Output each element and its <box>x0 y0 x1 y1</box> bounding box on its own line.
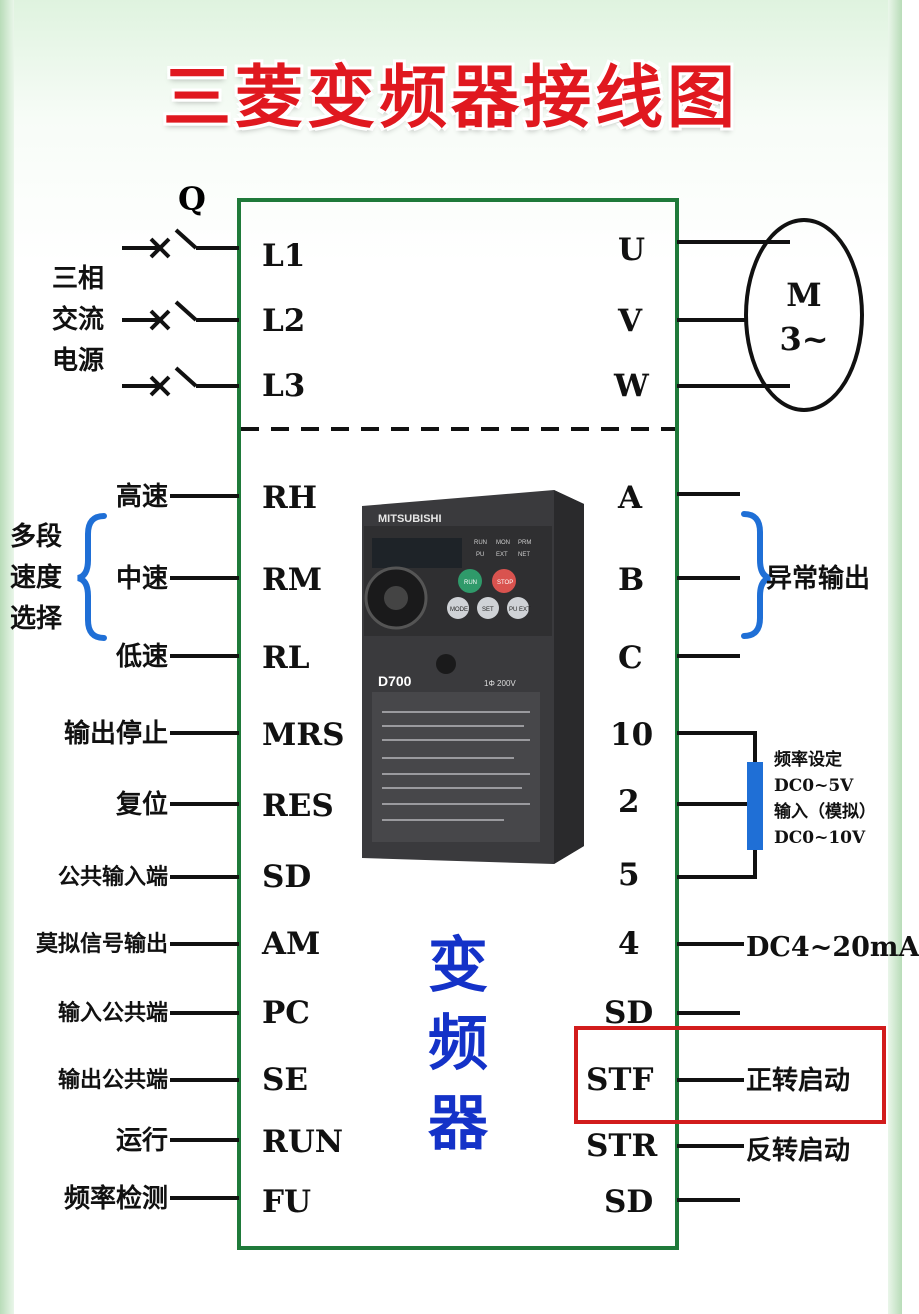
terminal-W: W <box>614 368 649 404</box>
device-led-prm: PRM <box>518 540 531 546</box>
label-current-input: DC4~20mA <box>746 932 919 963</box>
device-led-mon: MON <box>496 540 510 546</box>
terminal-2: 2 <box>618 784 640 820</box>
motor-label-phase: 3~ <box>779 320 829 358</box>
terminal-A: A <box>618 480 643 516</box>
device-brand: MITSUBISHI <box>378 513 442 525</box>
terminal-C: C <box>618 640 643 676</box>
terminal-STF: STF <box>586 1062 654 1098</box>
analog-label-3: 输入（模拟） <box>774 802 876 822</box>
label-mid-speed: 中速 <box>115 564 168 594</box>
alarm-output-label: 异常输出 <box>766 564 871 594</box>
device-model: D700 <box>378 673 412 689</box>
analog-label-1: 频率设定 <box>774 750 842 770</box>
terminal-FU: FU <box>262 1184 312 1220</box>
label-high-speed: 高速 <box>115 482 168 512</box>
motor-symbol <box>744 218 864 412</box>
wire-analog-10 <box>677 731 757 762</box>
breaker-L2 <box>122 300 239 331</box>
analog-label-2: DC0~5V <box>774 776 854 796</box>
label-running: 运行 <box>115 1126 168 1156</box>
terminal-STR: STR <box>586 1128 658 1164</box>
power-source-label-2: 交流 <box>52 305 105 335</box>
terminal-5: 5 <box>618 857 640 893</box>
terminal-RM: RM <box>262 562 323 598</box>
device-led-pu: PU <box>476 552 484 558</box>
alarm-group-bracket <box>741 511 771 639</box>
speed-group-label-1: 多段 <box>10 522 63 552</box>
terminal-RUN: RUN <box>262 1124 344 1160</box>
terminal-L3: L3 <box>262 368 306 404</box>
terminal-L1: L1 <box>262 238 306 274</box>
label-reverse-start: 反转启动 <box>746 1136 851 1166</box>
inverter-label-1: 变 <box>428 931 488 1001</box>
terminal-SE: SE <box>262 1062 309 1098</box>
wire-analog-5 <box>677 850 757 879</box>
analog-label-4: DC0~10V <box>774 828 866 848</box>
inverter-label-3: 器 <box>428 1089 488 1159</box>
terminal-AM: AM <box>262 926 321 962</box>
terminal-4: 4 <box>618 926 640 962</box>
label-analog-output: 莫拟信号输出 <box>35 932 168 957</box>
inverter-device-image: MITSUBISHI RUN MON PRM PU EXT NET RUN ST… <box>362 490 584 864</box>
label-reset: 复位 <box>115 790 168 820</box>
device-led-ext: EXT <box>496 552 508 558</box>
label-forward-start: 正转启动 <box>746 1066 851 1096</box>
speed-group-label-2: 速度 <box>10 563 63 593</box>
terminal-PC: PC <box>262 995 310 1031</box>
power-source-label-1: 三相 <box>52 264 105 294</box>
right-border-decoration <box>888 0 902 1314</box>
breaker-L1 <box>122 228 239 259</box>
terminal-B: B <box>618 562 645 598</box>
device-led-run: RUN <box>474 540 487 546</box>
terminal-U: U <box>618 232 646 268</box>
device-button-stop: STOP <box>497 580 513 586</box>
left-border-decoration <box>0 0 14 1314</box>
speed-group-label-3: 选择 <box>10 604 63 634</box>
label-low-speed: 低速 <box>115 642 168 672</box>
terminal-V: V <box>618 303 643 339</box>
device-button-pu-ext: PU EXT <box>509 607 531 613</box>
terminal-MRS: MRS <box>262 717 345 753</box>
page-title: 三菱变频器接线图 <box>162 59 739 138</box>
terminal-RL: RL <box>262 640 310 676</box>
label-output-common: 输出公共端 <box>57 1068 168 1093</box>
terminal-SD-right-2: SD <box>604 1184 654 1220</box>
device-button-set: SET <box>482 607 494 613</box>
terminal-10: 10 <box>610 717 654 753</box>
motor-label-m: M <box>786 276 822 314</box>
device-button-run: RUN <box>464 580 477 586</box>
switch-label: Q <box>178 180 206 218</box>
label-output-stop: 输出停止 <box>63 719 168 749</box>
terminal-L2: L2 <box>262 303 306 339</box>
terminal-SD-left: SD <box>262 859 312 895</box>
terminal-RH: RH <box>262 480 318 516</box>
speed-group-bracket <box>77 513 107 641</box>
label-frequency-detect: 频率检测 <box>63 1184 168 1214</box>
label-common-input: 公共输入端 <box>57 865 168 890</box>
label-input-common: 输入公共端 <box>57 1001 168 1026</box>
power-source-label-3: 电源 <box>52 346 105 376</box>
terminal-SD-right-1: SD <box>604 995 654 1031</box>
forward-start-highlight <box>574 1026 886 1124</box>
inverter-frame <box>237 198 679 1250</box>
terminal-RES: RES <box>262 788 334 824</box>
device-rating: 1Φ 200V <box>484 679 516 688</box>
device-led-net: NET <box>518 552 530 558</box>
device-button-mode: MODE <box>450 607 468 613</box>
analog-bracket-bar <box>747 762 763 850</box>
breaker-L3 <box>122 366 239 397</box>
inverter-label-2: 频 <box>428 1009 488 1079</box>
